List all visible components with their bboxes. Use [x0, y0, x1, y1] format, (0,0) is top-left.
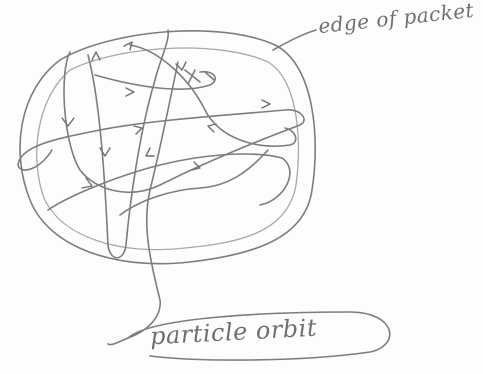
direction-arrow	[134, 126, 142, 134]
packet-edge-outline	[20, 31, 315, 264]
orbit-path-6	[108, 62, 178, 345]
direction-arrow	[92, 52, 100, 60]
orbit-path-7	[120, 150, 268, 215]
orbit-path-4	[48, 154, 290, 210]
direction-arrow	[62, 118, 74, 126]
packet-inner-outline	[37, 48, 299, 249]
edge-callout-line	[273, 30, 316, 50]
direction-arrow	[146, 148, 154, 156]
direction-arrow	[126, 88, 134, 96]
direction-arrow	[208, 124, 216, 132]
direction-arrow	[124, 42, 132, 50]
orbit-path-2	[18, 52, 304, 192]
direction-arrow	[262, 100, 270, 108]
orbit-path-1	[88, 30, 168, 258]
